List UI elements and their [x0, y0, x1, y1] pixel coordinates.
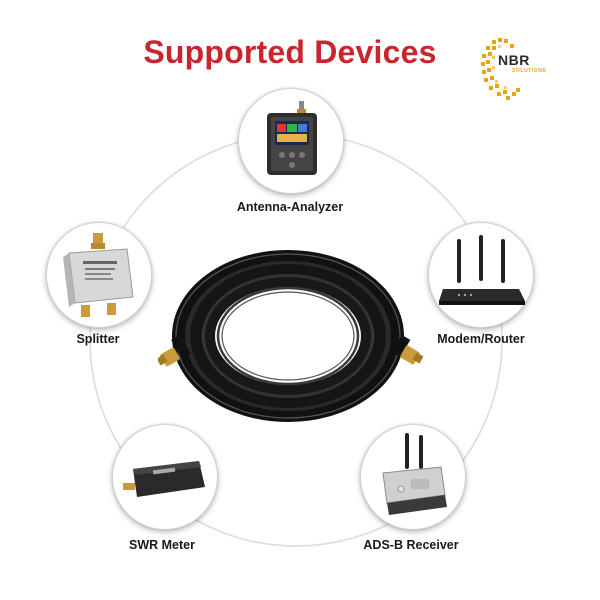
adsb-receiver-icon [382, 433, 447, 515]
device-label-antenna-analyzer: Antenna-Analyzer [236, 200, 344, 214]
device-antenna-analyzer [238, 88, 344, 194]
router-icon [439, 235, 525, 305]
logo-globe-icon [481, 38, 520, 100]
logo-subtext: SOLUTIONS [512, 68, 547, 74]
coax-cable-coil-icon [158, 250, 424, 422]
device-label-modem-router: Modem/Router [437, 332, 525, 346]
device-label-swr-meter: SWR Meter [129, 538, 195, 552]
page-title: Supported Devices [143, 34, 437, 70]
device-modem-router [428, 222, 534, 328]
brand-logo: NBR SOLUTIONS [478, 36, 588, 106]
swr-meter-icon [123, 461, 205, 497]
device-splitter [46, 222, 152, 328]
device-swr-meter [112, 424, 218, 530]
device-adsb-receiver [360, 424, 466, 530]
device-label-splitter: Splitter [76, 332, 120, 346]
antenna-analyzer-icon [267, 101, 317, 175]
device-label-adsb-receiver: ADS-B Receiver [363, 538, 459, 552]
splitter-icon [63, 233, 134, 317]
logo-wordmark: NBR [498, 52, 530, 68]
